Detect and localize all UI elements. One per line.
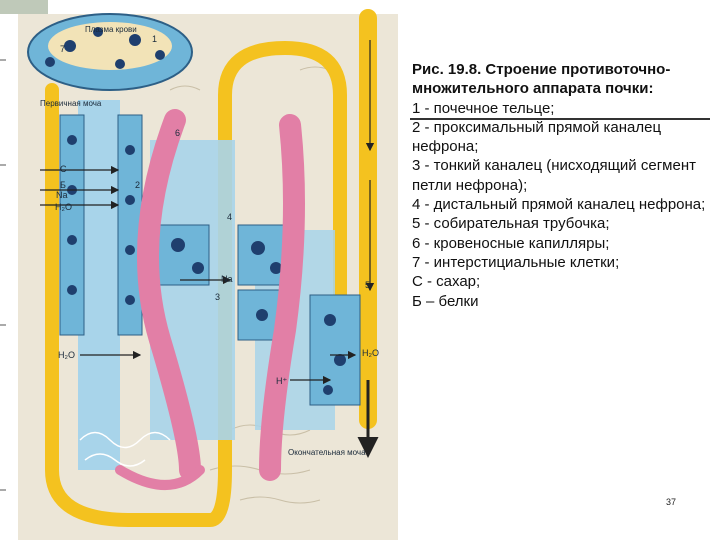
caption-item: С - сахар;: [412, 273, 481, 291]
glomerular-loops: [79, 431, 171, 467]
label-h-plus: H⁺: [276, 376, 287, 386]
caption-item: 7 - интерстициальные клетки;: [412, 253, 620, 271]
renal-corpuscle: [27, 13, 193, 91]
label-na: Na: [56, 190, 68, 200]
label-4: 4: [227, 212, 232, 222]
collecting-duct-cells: [309, 294, 361, 406]
left-margin-ticks: [0, 59, 6, 491]
label-h2o-right: H₂O: [362, 348, 379, 358]
caption-item: 4 - дистальный прямой каналец нефрона;: [412, 196, 706, 214]
caption-item: Б – белки: [412, 292, 479, 310]
label-primary-urine: Первичная моча: [40, 99, 102, 108]
label-h2o-top: H₂O: [55, 202, 72, 212]
label-b: Б: [60, 180, 66, 190]
caption-underline: [410, 118, 710, 120]
caption-item: 3 - тонкий каналец (нисходящий сегмент п…: [412, 157, 696, 194]
label-h2o-left: H₂O: [58, 350, 75, 360]
flow-arrows: [40, 40, 375, 385]
label-7: 7: [60, 44, 65, 54]
label-1: 1: [152, 34, 157, 44]
label-6: 6: [175, 128, 180, 138]
blood-capillaries: [115, 109, 305, 490]
label-3: 3: [215, 292, 220, 302]
page-number: 37: [666, 497, 677, 507]
label-final-urine: Окончательная моча: [288, 448, 366, 457]
label-plasma: Плазма крови: [85, 25, 137, 34]
caption-legend: 1 - почечное тельце; 2 - проксимальный п…: [412, 99, 708, 311]
figure-caption: Рис. 19.8. Строение противоточно-множите…: [412, 60, 708, 311]
label-s: С: [60, 164, 67, 174]
caption-item: 5 - собирательная трубочка;: [412, 215, 610, 233]
label-na-distal: Na: [221, 274, 233, 284]
kidney-countercurrent-diagram: Плазма крови Первичная моча Окончательна…: [0, 9, 398, 540]
left-margin-strip: [0, 14, 18, 540]
caption-title: Рис. 19.8. Строение противоточно-множите…: [412, 61, 671, 98]
label-5: 5: [365, 280, 370, 290]
caption-item: 2 - проксимальный прямой каналец нефрона…: [412, 118, 662, 156]
label-2: 2: [135, 180, 140, 190]
corner-decoration: [0, 0, 48, 14]
caption-item: 6 - кровеносные капилляры;: [412, 234, 610, 252]
caption-item: 1 - почечное тельце;: [412, 99, 555, 117]
